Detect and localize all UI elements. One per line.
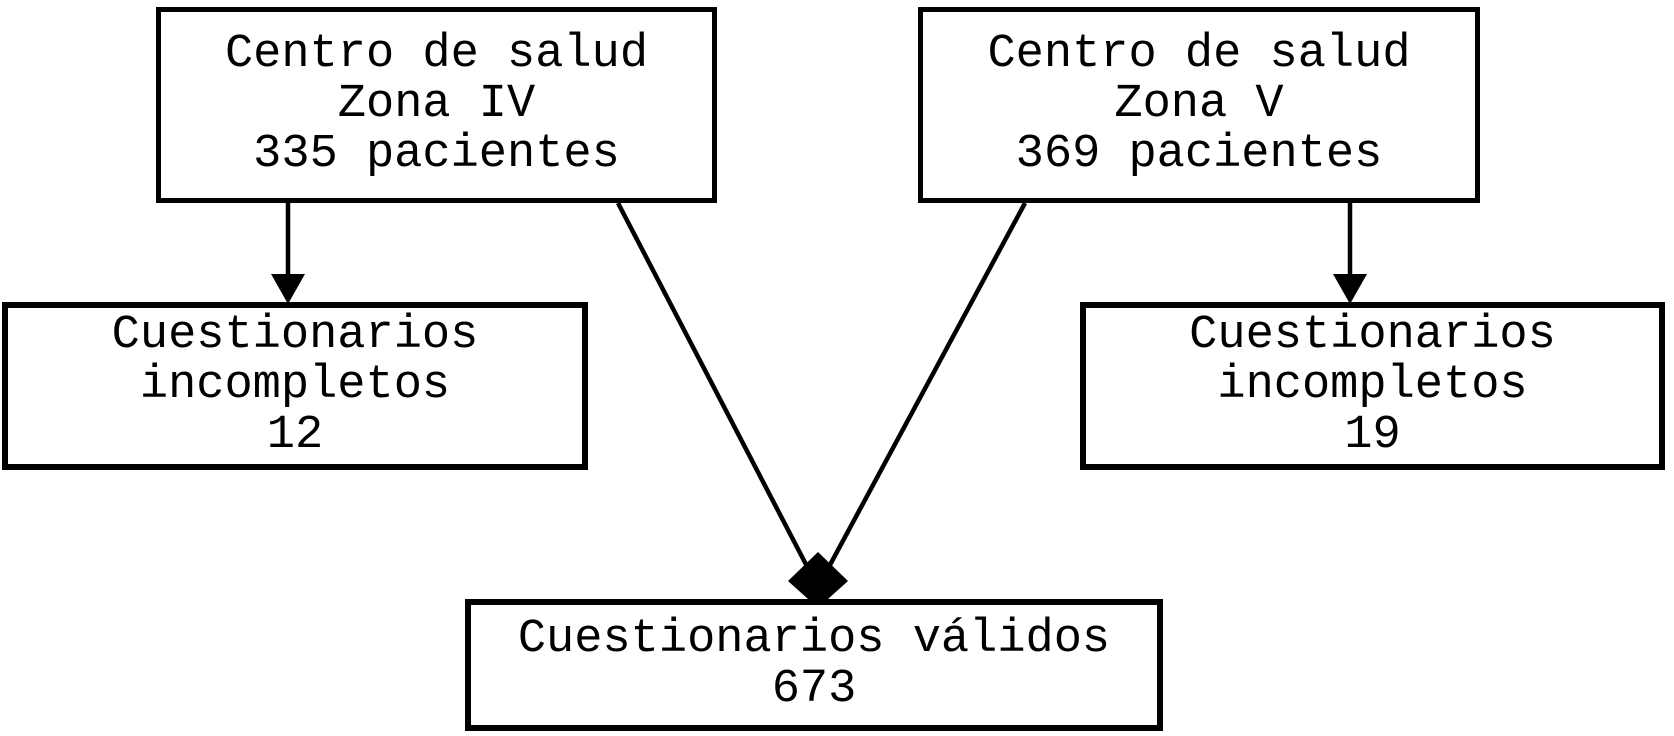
node-text-line: 369 pacientes <box>1015 128 1383 182</box>
node-text-line: incompletos <box>139 358 451 412</box>
arrow-zona5-to-validos-icon <box>822 201 1027 578</box>
node-centro-zona-iv: Centro de salud Zona IV 335 pacientes <box>156 7 717 203</box>
node-cuestionarios-incompletos-zona-iv: Cuestionarios incompletos 12 <box>2 302 588 470</box>
node-count: 12 <box>266 409 324 463</box>
node-text-line: Zona V <box>1114 77 1284 131</box>
node-text-line: Cuestionarios <box>111 308 479 362</box>
node-count: 19 <box>1344 409 1401 463</box>
node-text-line: Cuestionarios <box>1189 308 1556 362</box>
node-cuestionarios-validos: Cuestionarios válidos 673 <box>465 599 1163 731</box>
converged-arrowhead-icon <box>788 552 848 608</box>
arrow-zona5-to-incompletos-icon <box>1333 203 1367 304</box>
node-count: 673 <box>771 663 857 716</box>
arrow-zona4-to-validos-icon <box>616 201 814 578</box>
node-text-line: Zona IV <box>337 77 536 131</box>
node-text-line: incompletos <box>1217 358 1528 412</box>
node-cuestionarios-incompletos-zona-v: Cuestionarios incompletos 19 <box>1080 302 1665 470</box>
arrow-zona4-to-incompletos-icon <box>271 203 305 304</box>
node-text-line: Centro de salud <box>224 27 649 81</box>
node-text-line: Cuestionarios válidos <box>517 612 1111 666</box>
node-centro-zona-v: Centro de salud Zona V 369 pacientes <box>918 7 1480 203</box>
node-text-line: Centro de salud <box>987 27 1411 81</box>
node-text-line: 335 pacientes <box>253 128 620 182</box>
